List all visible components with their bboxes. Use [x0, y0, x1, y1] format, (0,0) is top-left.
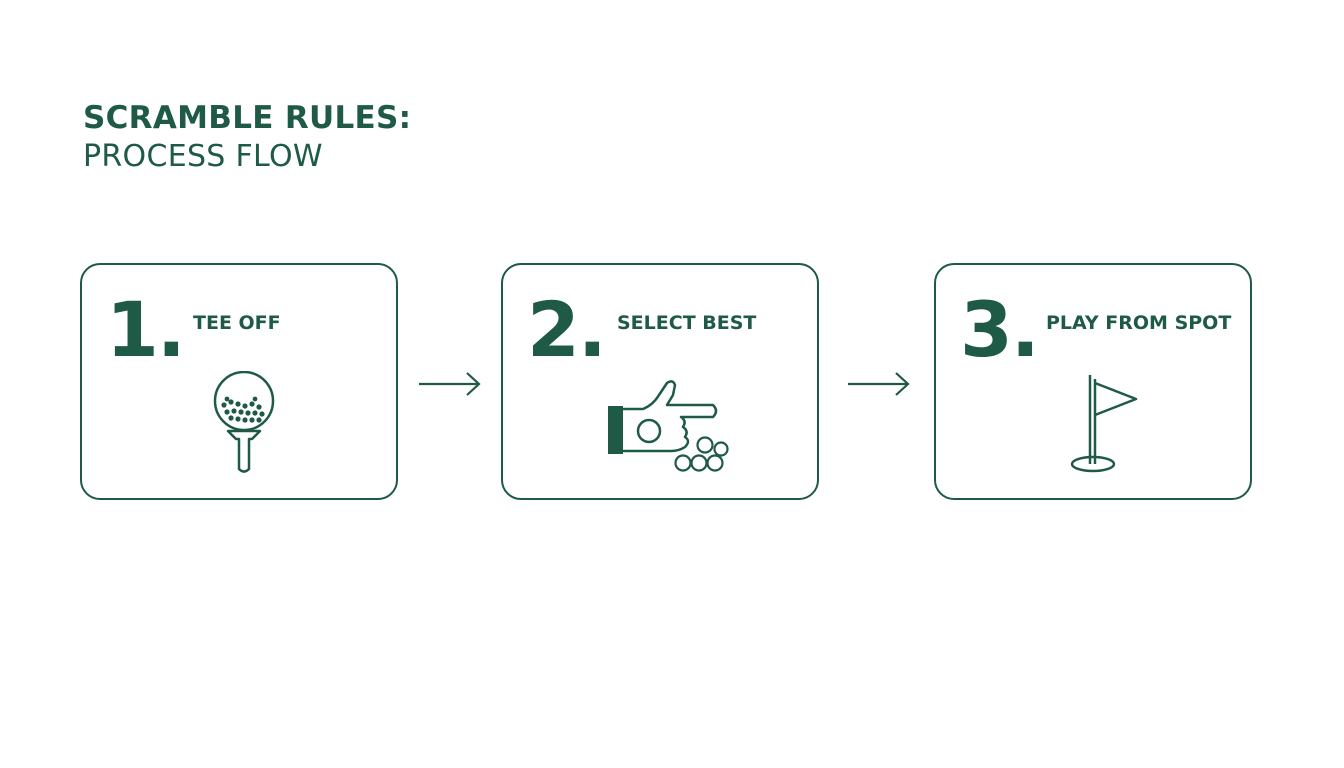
- right-arrow-icon: [419, 372, 481, 396]
- right-arrow-icon: [848, 372, 910, 396]
- step-card-tee-off: 1. TEE OFF: [80, 263, 398, 500]
- diagram-title-block: SCRAMBLE RULES: PROCESS FLOW: [83, 98, 411, 176]
- step-card-select-best: 2. SELECT BEST: [501, 263, 819, 500]
- step-label: PLAY FROM SPOT: [1046, 312, 1232, 334]
- step-label: SELECT BEST: [617, 312, 757, 334]
- step-number: 1.: [106, 285, 186, 374]
- golf-ball-on-tee-icon: [213, 371, 275, 473]
- hand-pointing-at-balls-icon: [608, 380, 729, 472]
- step-card-play-from-spot: 3. PLAY FROM SPOT: [934, 263, 1252, 500]
- step-number: 2.: [527, 285, 607, 374]
- step-label: TEE OFF: [193, 312, 281, 334]
- diagram-subtitle: PROCESS FLOW: [83, 139, 323, 174]
- step-number: 3.: [960, 285, 1040, 374]
- diagram-title: SCRAMBLE RULES:: [83, 100, 412, 136]
- flag-in-hole-icon: [1070, 375, 1138, 473]
